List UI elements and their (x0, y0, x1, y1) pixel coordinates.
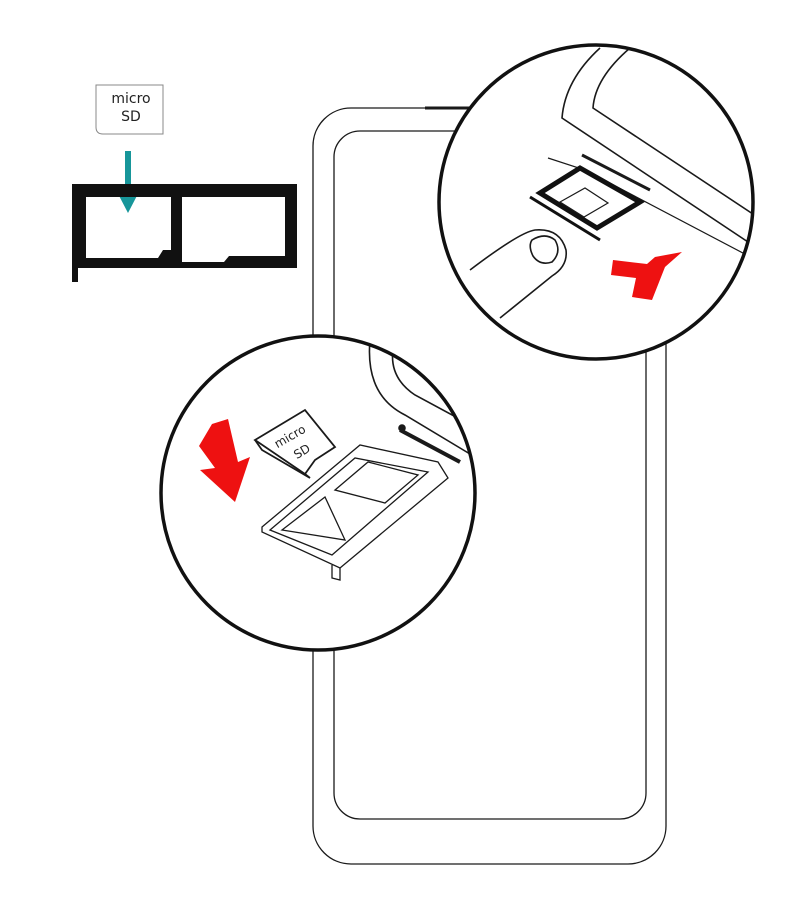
finger (469, 229, 568, 319)
sd-card: micro SD (95, 84, 164, 135)
zoom-circle-card-insert: micro SD (159, 334, 477, 652)
insert-arrow (115, 151, 141, 213)
down-arrow (199, 419, 250, 502)
phone-corner-bottom (368, 339, 475, 461)
phone-corner-outer (561, 47, 753, 251)
open-tray (261, 444, 449, 581)
sim-card-tray (72, 184, 297, 282)
phone-corner-inner (592, 47, 753, 223)
ejected-tray (535, 165, 645, 231)
sd-card-label-line2: SD (121, 109, 141, 125)
zoom-circle-tray-eject (437, 43, 755, 361)
microsd-card: micro SD (253, 408, 337, 479)
sd-card-label-line1: micro (111, 91, 150, 107)
push-arrow (611, 252, 682, 300)
